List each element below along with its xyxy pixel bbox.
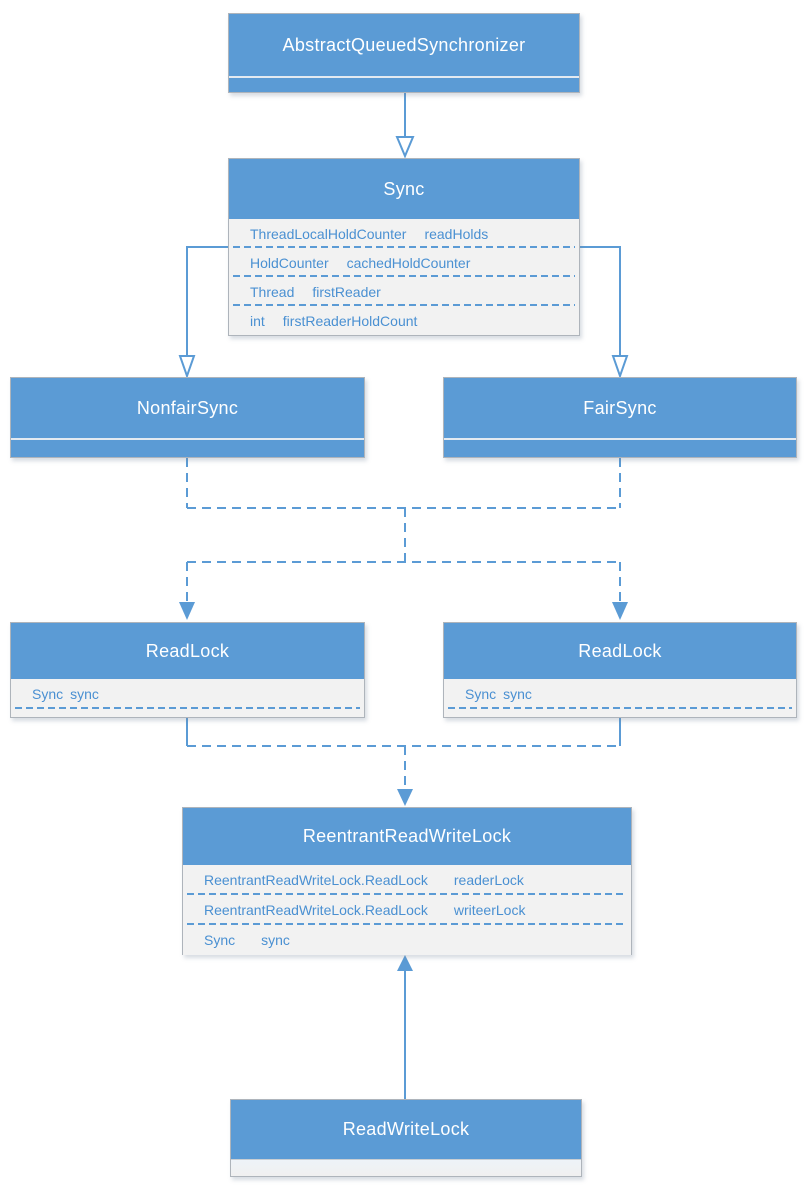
class-box-readlock-left: ReadLock Sync sync bbox=[10, 622, 365, 718]
field-name: sync bbox=[503, 686, 532, 702]
dependency-arrowhead bbox=[179, 602, 195, 620]
field-type: Sync bbox=[204, 932, 236, 948]
field-name: cachedHoldCounter bbox=[346, 254, 471, 271]
field-type: ThreadLocalHoldCounter bbox=[250, 225, 407, 242]
field-type: HoldCounter bbox=[250, 254, 329, 271]
class-box-readwritelock: ReadWriteLock bbox=[230, 1099, 582, 1177]
generalization-arrowhead bbox=[611, 355, 629, 380]
field-name: writeerLock bbox=[453, 902, 526, 918]
field-name: firstReader bbox=[312, 283, 381, 300]
field-type: ReentrantReadWriteLock.ReadLock bbox=[204, 902, 428, 918]
edge-sync-nonfairsync bbox=[186, 246, 228, 356]
class-box-nonfairsync: NonfairSync bbox=[10, 377, 365, 458]
field-row: Thread firstReader bbox=[229, 277, 579, 306]
empty-fields-strip bbox=[11, 438, 364, 457]
class-title: ReadWriteLock bbox=[231, 1100, 581, 1159]
field-row: ReentrantReadWriteLock.ReadLock writeerL… bbox=[183, 895, 631, 925]
class-title: ReadLock bbox=[444, 623, 796, 679]
field-row: HoldCounter cachedHoldCounter bbox=[229, 248, 579, 277]
class-title: Sync bbox=[229, 159, 579, 219]
class-title: ReadLock bbox=[11, 623, 364, 679]
field-name: firstReaderHoldCount bbox=[282, 312, 418, 329]
field-name: readHolds bbox=[424, 225, 489, 242]
class-box-reentrantreadwritelock: ReentrantReadWriteLock ReentrantReadWrit… bbox=[182, 807, 632, 955]
field-name: sync bbox=[70, 686, 99, 702]
field-name: readerLock bbox=[453, 872, 524, 888]
dependency-arrowhead bbox=[397, 789, 413, 806]
edge-sync-fairsync bbox=[580, 246, 621, 356]
empty-fields-strip bbox=[231, 1159, 581, 1176]
field-row: ReentrantReadWriteLock.ReadLock readerLo… bbox=[183, 865, 631, 895]
field-row: Sync sync bbox=[183, 925, 631, 955]
generalization-arrowhead bbox=[395, 136, 415, 159]
fields-section: Sync sync bbox=[11, 679, 364, 717]
field-type: Sync bbox=[465, 686, 497, 702]
class-title: ReentrantReadWriteLock bbox=[183, 808, 631, 865]
generalization-arrowhead bbox=[178, 355, 196, 380]
field-row: Sync sync bbox=[11, 679, 364, 709]
class-box-fairsync: FairSync bbox=[443, 377, 797, 458]
class-title: NonfairSync bbox=[11, 378, 364, 438]
class-box-sync: Sync ThreadLocalHoldCounter readHolds Ho… bbox=[228, 158, 580, 336]
fields-section: ReentrantReadWriteLock.ReadLock readerLo… bbox=[183, 865, 631, 955]
field-row: int firstReaderHoldCount bbox=[229, 306, 579, 335]
arrowhead-up bbox=[397, 955, 413, 971]
fields-section: Sync sync bbox=[444, 679, 796, 717]
field-name: sync bbox=[261, 932, 290, 948]
class-title: AbstractQueuedSynchronizer bbox=[229, 14, 579, 76]
dependency-arrowhead bbox=[612, 602, 628, 620]
field-row: Sync sync bbox=[444, 679, 796, 709]
field-row: ThreadLocalHoldCounter readHolds bbox=[229, 219, 579, 248]
field-type: Thread bbox=[250, 283, 295, 300]
class-title: FairSync bbox=[444, 378, 796, 438]
field-type: int bbox=[250, 312, 265, 329]
class-box-readlock-right: ReadLock Sync sync bbox=[443, 622, 797, 718]
fields-section: ThreadLocalHoldCounter readHolds HoldCou… bbox=[229, 219, 579, 335]
empty-fields-strip bbox=[229, 76, 579, 92]
empty-fields-strip bbox=[444, 438, 796, 457]
class-box-abstractqueuedsynchronizer: AbstractQueuedSynchronizer bbox=[228, 13, 580, 93]
field-type: ReentrantReadWriteLock.ReadLock bbox=[204, 872, 428, 888]
field-type: Sync bbox=[32, 686, 64, 702]
